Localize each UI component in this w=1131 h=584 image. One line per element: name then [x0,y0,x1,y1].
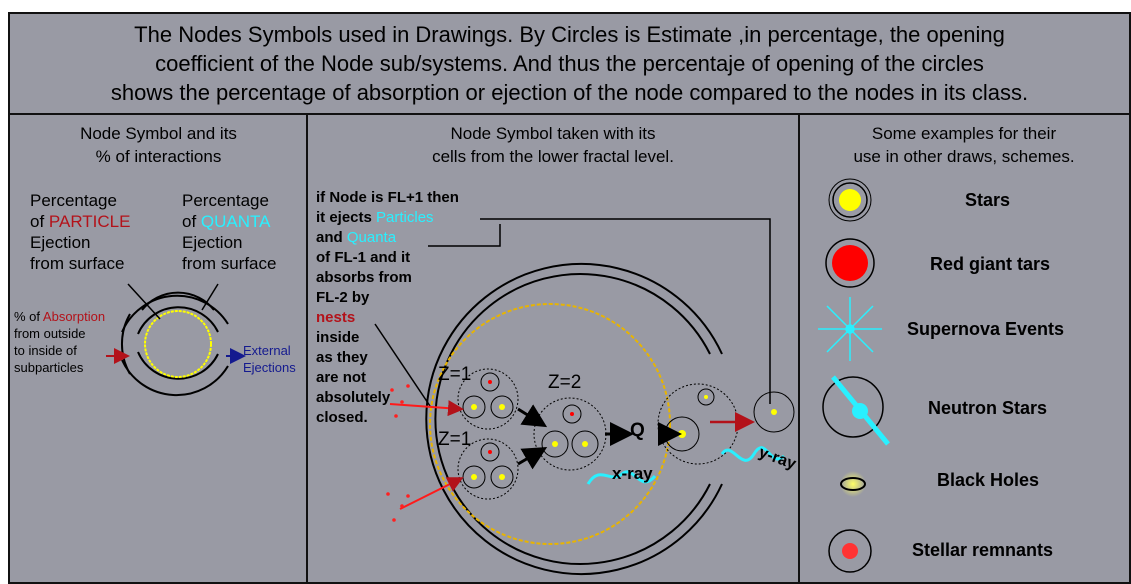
left-panel-title-1: Node Symbol and its [80,124,237,143]
example-neutron-stars-label: Neutron Stars [928,398,1048,418]
absorption-label: % of Absorption from outside to inside o… [14,309,106,375]
middle-panel-title-1: Node Symbol taken with its [450,124,656,143]
neutron-star-icon [822,375,890,446]
left-panel-title-2: % of interactions [95,147,222,166]
star-icon [828,178,872,222]
xray-label: x-ray [612,464,653,483]
z-top-label: Z=1 [438,364,472,385]
example-stellar-remnants-label: Stellar remnants [912,540,1054,560]
supernova-icon [818,297,882,361]
header-line-3: shows the percentage of absorption or ej… [110,80,1029,105]
example-stars-label: Stars [965,190,1011,210]
particle-label: Percentage of PARTICLE Ejection from sur… [30,191,131,273]
flow-arrow-2 [517,446,548,470]
flow-arrow-1 [517,404,548,428]
z-bottom-label: Z=1 [438,429,472,450]
quanta-pointer [201,283,219,311]
middle-panel-title-2: cells from the lower fractal level. [432,147,674,166]
yray-wave [720,446,786,462]
nests-pointer [374,323,431,407]
quanta-label: Percentage of QUANTA Ejection from surfa… [182,191,277,273]
header-line-2: coefficient of the Node sub/systems. And… [155,51,984,76]
red-giant-icon [825,238,875,288]
example-supernova-label: Supernova Events [907,319,1065,339]
stellar-remnant-icon [828,529,872,573]
cell-z2 [533,397,607,471]
black-hole-icon [840,471,866,497]
right-panel-title-2: use in other draws, schemes. [853,147,1075,166]
particles-connector [480,218,771,404]
header-line-1: The Nodes Symbols used in Drawings. By C… [134,22,1005,47]
external-label: External Ejections [243,343,296,375]
example-black-holes-label: Black Holes [937,470,1040,490]
diagram-canvas: The Nodes Symbols used in Drawings. By C… [8,12,1131,584]
absorption-arrow-top [389,400,464,417]
right-panel-title-1: Some examples for their [871,124,1057,143]
big-node [425,263,723,575]
diagram-graphics [10,113,1129,582]
quanta-connector [428,224,501,247]
example-red-giant-label: Red giant tars [930,254,1051,274]
ejected-cell [753,391,795,433]
xray-wave [586,470,657,485]
fl-explanation: if Node is FL+1 then it ejects Particles… [316,189,459,426]
q-label: Q [630,420,645,441]
node-symbol [120,291,229,397]
z-mid-label: Z=2 [548,372,582,393]
cell-z1-bottom [457,438,519,500]
absorption-arrow-bottom [399,477,464,510]
particle-pointer [127,283,161,320]
incoming-particles [386,384,410,522]
